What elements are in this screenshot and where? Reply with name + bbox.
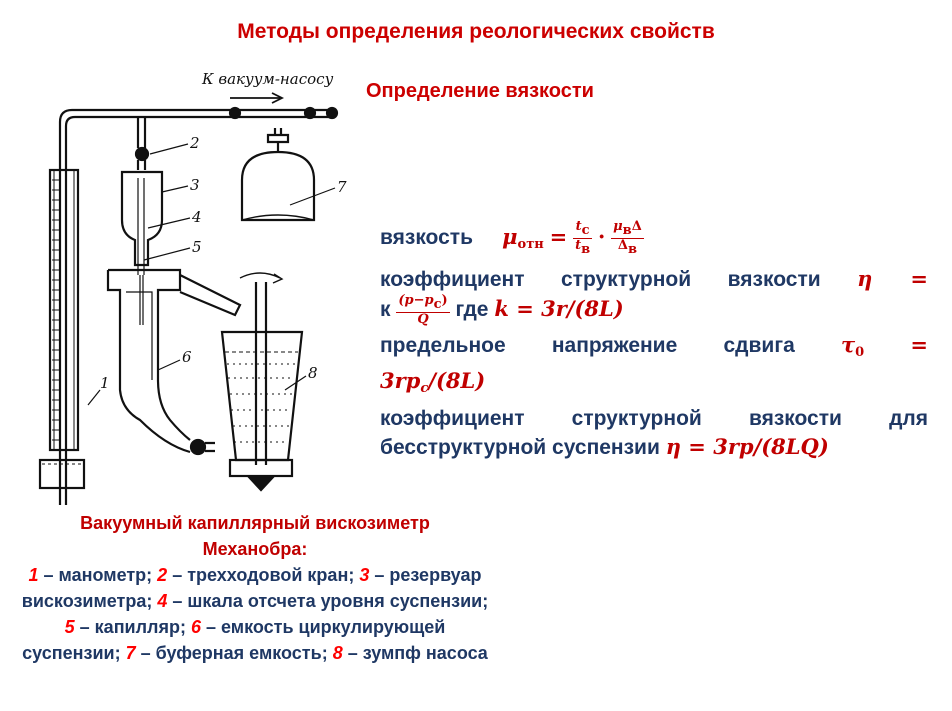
label-4: 4 bbox=[191, 208, 202, 226]
label-6: 6 bbox=[182, 348, 192, 366]
viscometer-diagram: К вакуум-насосу 1 2 3 4 5 6 7 8 bbox=[38, 70, 347, 505]
label-2: 2 bbox=[189, 134, 200, 152]
label-3: 3 bbox=[190, 176, 200, 194]
visc-ratio: μвΔ Δв bbox=[611, 219, 644, 257]
formulas-block: вязкость μотн = tc tв · μвΔ Δв коэффицие… bbox=[380, 220, 928, 462]
label-1: 1 bbox=[100, 374, 110, 392]
caption-legend: 1 – манометр; 2 – трехходовой кран; 3 – … bbox=[21, 565, 489, 663]
shear-formula-line: 3rpc/(8L) bbox=[380, 368, 486, 397]
struct-formula-line: к (p−pc) Q где k = 3r/(8L) bbox=[380, 293, 624, 328]
time-ratio: tc tв bbox=[573, 219, 593, 257]
pipe-label: К вакуум-насосу bbox=[201, 70, 334, 88]
section-subtitle: Определение вязкости bbox=[366, 80, 594, 102]
viscosity-line: вязкость μотн = tc tв · μвΔ Δв bbox=[380, 219, 644, 257]
label-5: 5 bbox=[192, 238, 202, 256]
structless-formula-line: бесструктурной суспензии η = 3rp/(8LQ) bbox=[380, 434, 829, 460]
structless-line: коэффициент структурной вязкости для bbox=[380, 407, 928, 431]
struct-line: коэффициент структурной вязкости η = bbox=[380, 266, 928, 292]
diagram-caption: Вакуумный капиллярный вискозиметр Механо… bbox=[20, 510, 490, 666]
page-title: Методы определения реологических свойств bbox=[237, 20, 715, 43]
shear-line: предельное напряжение сдвига τ0 = bbox=[380, 332, 928, 361]
label-7: 7 bbox=[337, 178, 347, 196]
pressure-ratio: (p−pc) Q bbox=[396, 293, 450, 328]
label-8: 8 bbox=[308, 364, 318, 382]
